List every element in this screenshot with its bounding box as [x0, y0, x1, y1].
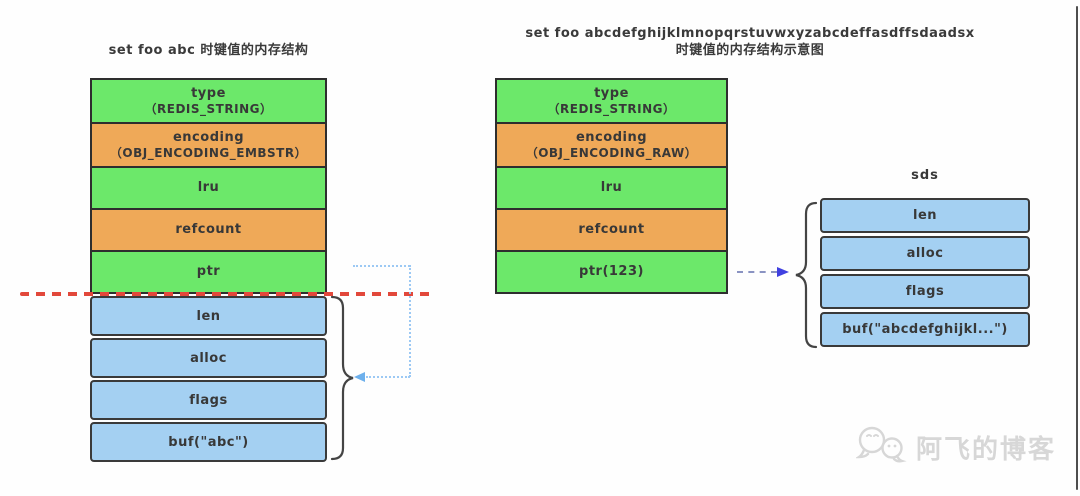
- left-robj-stack: type（REDIS_STRING）encoding（OBJ_ENCODING_…: [90, 78, 327, 294]
- struct-row-lru: lru: [495, 166, 728, 210]
- ptr-arrowhead-left-icon: [354, 372, 365, 382]
- right-diagram-title: set foo abcdefghijklmnopqrstuvwxyzabcdef…: [470, 25, 1030, 59]
- struct-row-label: encoding: [575, 129, 648, 145]
- ptr-path-bottom-segment: [366, 376, 410, 378]
- struct-row-ptr-123-: ptr(123): [495, 250, 728, 294]
- struct-row-label: type: [594, 85, 629, 101]
- struct-row-sublabel: （OBJ_ENCODING_EMBSTR）: [109, 145, 308, 160]
- struct-row-label: lru: [600, 180, 623, 195]
- struct-row-label: refcount: [175, 222, 242, 237]
- sds-field-flags: flags: [90, 380, 327, 420]
- struct-row-encoding: encoding（OBJ_ENCODING_RAW）: [495, 122, 728, 168]
- right-diagram-title-line1: set foo abcdefghijklmnopqrstuvwxyzabcdef…: [525, 26, 975, 41]
- sds-field-buf-abc-: buf("abc"): [90, 422, 327, 462]
- ptr123-arrow-shaft: [737, 271, 777, 273]
- red-dashed-divider: [20, 292, 432, 296]
- ptr-path-top-segment: [353, 265, 410, 267]
- watermark: 阿飞的博客: [856, 424, 1056, 470]
- struct-row-label: ptr(123): [579, 264, 644, 279]
- struct-row-refcount: refcount: [90, 208, 327, 252]
- ptr123-arrowhead-right-icon: [777, 267, 789, 277]
- ptr-path-vertical-segment: [409, 265, 411, 377]
- struct-row-sublabel: （REDIS_STRING）: [144, 101, 273, 116]
- right-robj-stack: type（REDIS_STRING）encoding（OBJ_ENCODING_…: [495, 78, 728, 294]
- wechat-bubbles-icon: [856, 426, 907, 463]
- sds-field-len: len: [90, 296, 327, 336]
- struct-row-lru: lru: [90, 166, 327, 210]
- struct-row-encoding: encoding（OBJ_ENCODING_EMBSTR）: [90, 122, 327, 168]
- sds-field-alloc: alloc: [90, 338, 327, 378]
- sds-structure-label: sds: [911, 168, 939, 183]
- right-sds-brace: [795, 201, 818, 349]
- struct-row-label: type: [191, 85, 226, 101]
- watermark-text: 阿飞的博客: [916, 434, 1057, 465]
- left-sds-brace: [330, 295, 354, 461]
- struct-row-sublabel: （OBJ_ENCODING_RAW）: [525, 145, 698, 160]
- struct-row-type: type（REDIS_STRING）: [90, 78, 327, 124]
- left-diagram-title: set foo abc 时键值的内存结构: [108, 43, 309, 58]
- sds-field-buf-abcdefghijkl-: buf("abcdefghijkl..."): [820, 312, 1030, 347]
- struct-row-ptr: ptr: [90, 250, 327, 294]
- struct-row-label: lru: [197, 180, 220, 195]
- struct-row-label: ptr: [196, 264, 221, 279]
- right-diagram-title-line2: 时键值的内存结构示意图: [675, 43, 825, 58]
- sds-field-alloc: alloc: [820, 236, 1030, 271]
- struct-row-label: encoding: [172, 129, 245, 145]
- right-edge-rule: [1076, 6, 1078, 490]
- sds-field-len: len: [820, 198, 1030, 233]
- struct-row-refcount: refcount: [495, 208, 728, 252]
- sds-field-flags: flags: [820, 274, 1030, 309]
- struct-row-sublabel: （REDIS_STRING）: [547, 101, 676, 116]
- struct-row-type: type（REDIS_STRING）: [495, 78, 728, 124]
- struct-row-label: refcount: [578, 222, 645, 237]
